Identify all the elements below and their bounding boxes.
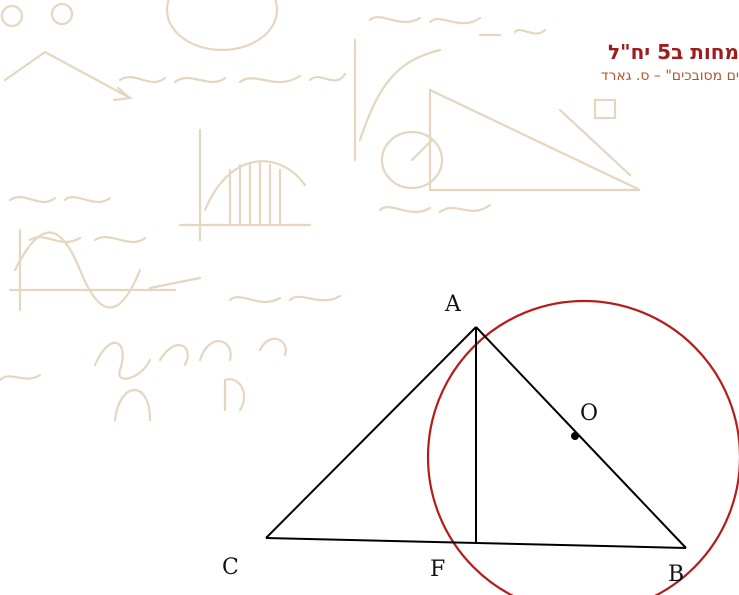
label-o: O xyxy=(580,401,598,426)
label-b: B xyxy=(668,562,684,587)
center-point-o xyxy=(571,432,579,440)
label-f: F xyxy=(430,557,445,582)
segment-ab xyxy=(475,326,687,549)
lesson-subtitle: ים מסובכים" – ס. גארד xyxy=(600,68,739,84)
label-c: C xyxy=(222,555,239,580)
segment-ca xyxy=(265,326,477,539)
circle-o xyxy=(426,299,739,595)
lesson-title: מחות ב5 יח"ל xyxy=(608,40,739,64)
label-a: A xyxy=(444,292,462,317)
